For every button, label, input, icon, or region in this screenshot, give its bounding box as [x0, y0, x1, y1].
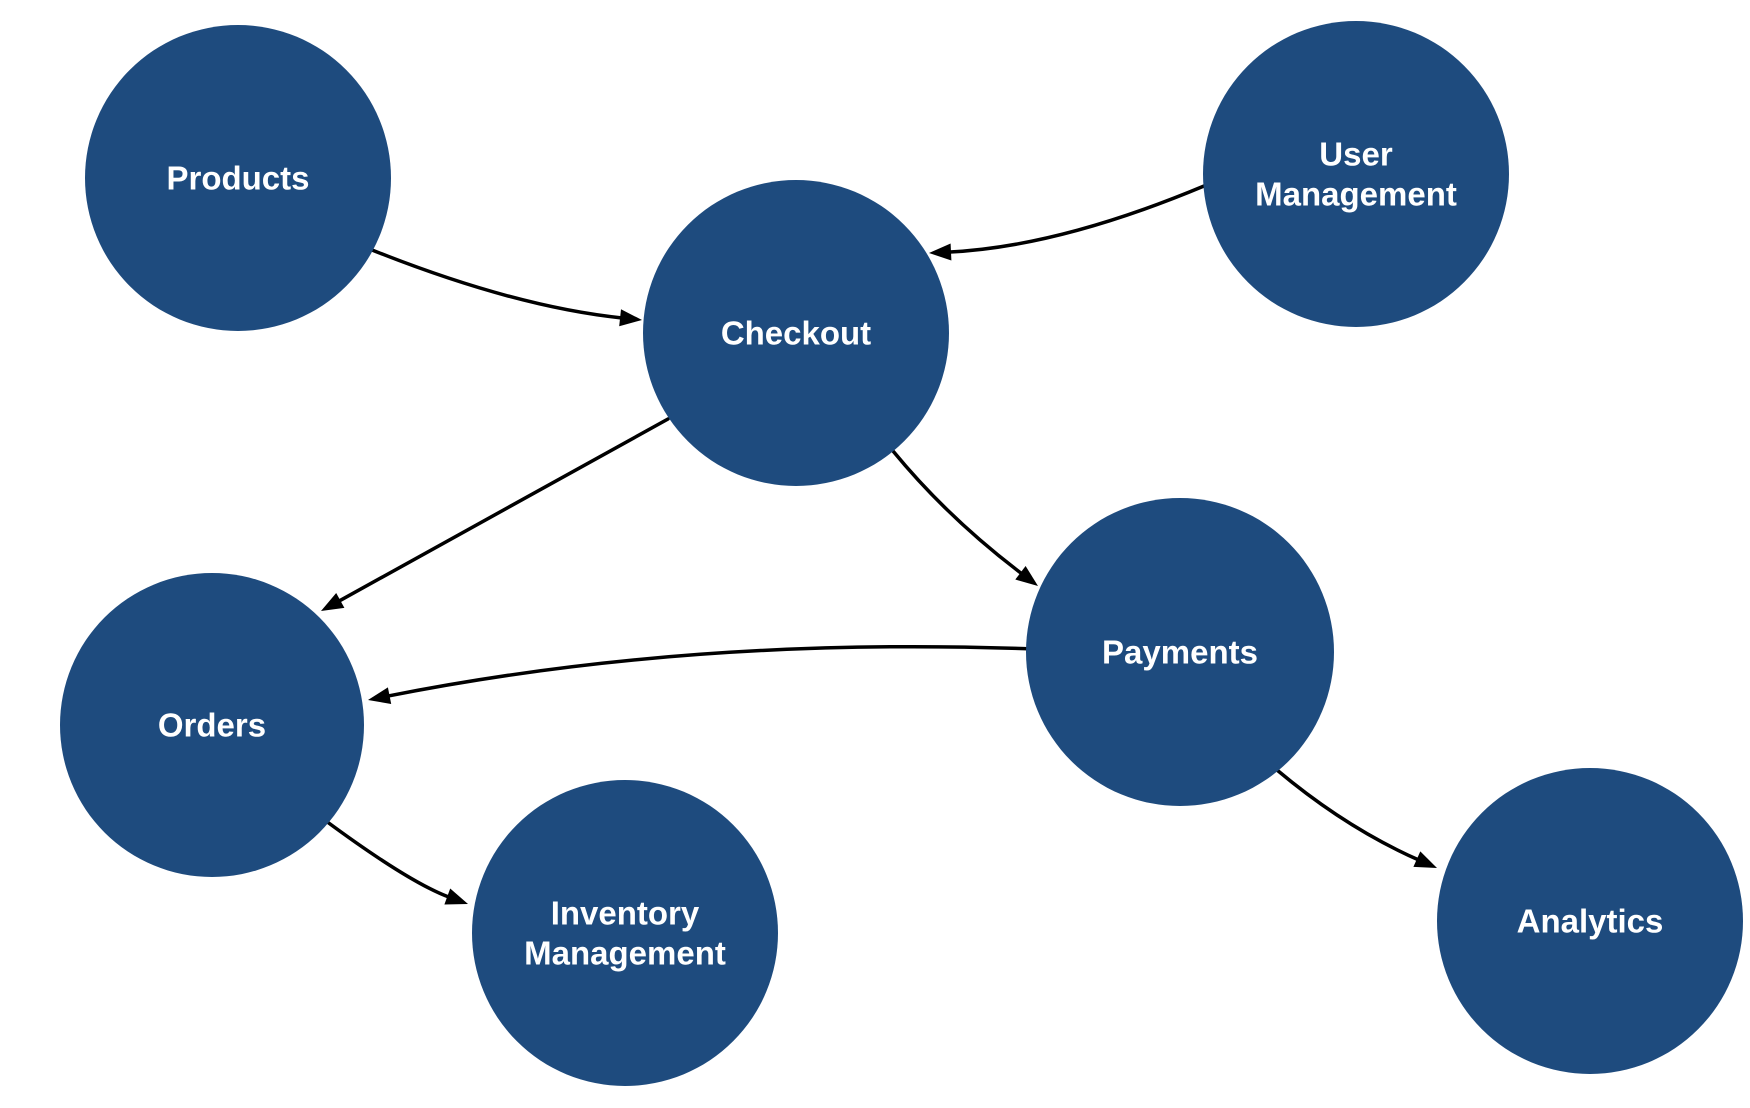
edge-checkout-orders-arrowhead	[321, 593, 345, 611]
node-analytics-circle[interactable]	[1437, 768, 1743, 1074]
node-user-management-circle[interactable]	[1203, 21, 1509, 327]
node-checkout-circle[interactable]	[643, 180, 949, 486]
edges-layer	[321, 184, 1437, 905]
edge-orders-inventory-management-arrowhead	[444, 888, 468, 905]
edge-user-management-checkout-arrowhead	[929, 243, 952, 261]
node-orders[interactable]: Orders	[60, 573, 364, 877]
edge-products-checkout	[370, 248, 625, 320]
node-products[interactable]: Products	[85, 25, 391, 331]
edge-checkout-orders	[335, 417, 670, 604]
node-checkout[interactable]: Checkout	[643, 180, 949, 486]
node-products-circle[interactable]	[85, 25, 391, 331]
edge-user-management-checkout	[946, 184, 1206, 254]
node-orders-circle[interactable]	[60, 573, 364, 877]
node-inventory-management-circle[interactable]	[472, 780, 778, 1086]
edge-payments-orders-arrowhead	[368, 687, 392, 704]
node-analytics[interactable]: Analytics	[1437, 768, 1743, 1074]
edge-products-checkout-arrowhead	[619, 309, 642, 327]
edge-payments-analytics	[1275, 768, 1422, 863]
edge-checkout-payments	[891, 449, 1025, 577]
edge-payments-orders	[384, 644, 1035, 699]
edge-payments-analytics-arrowhead	[1413, 851, 1437, 868]
node-payments[interactable]: Payments	[1026, 498, 1334, 806]
edge-orders-inventory-management	[324, 819, 452, 900]
node-payments-circle[interactable]	[1026, 498, 1334, 806]
edge-checkout-payments-arrowhead	[1015, 566, 1038, 586]
